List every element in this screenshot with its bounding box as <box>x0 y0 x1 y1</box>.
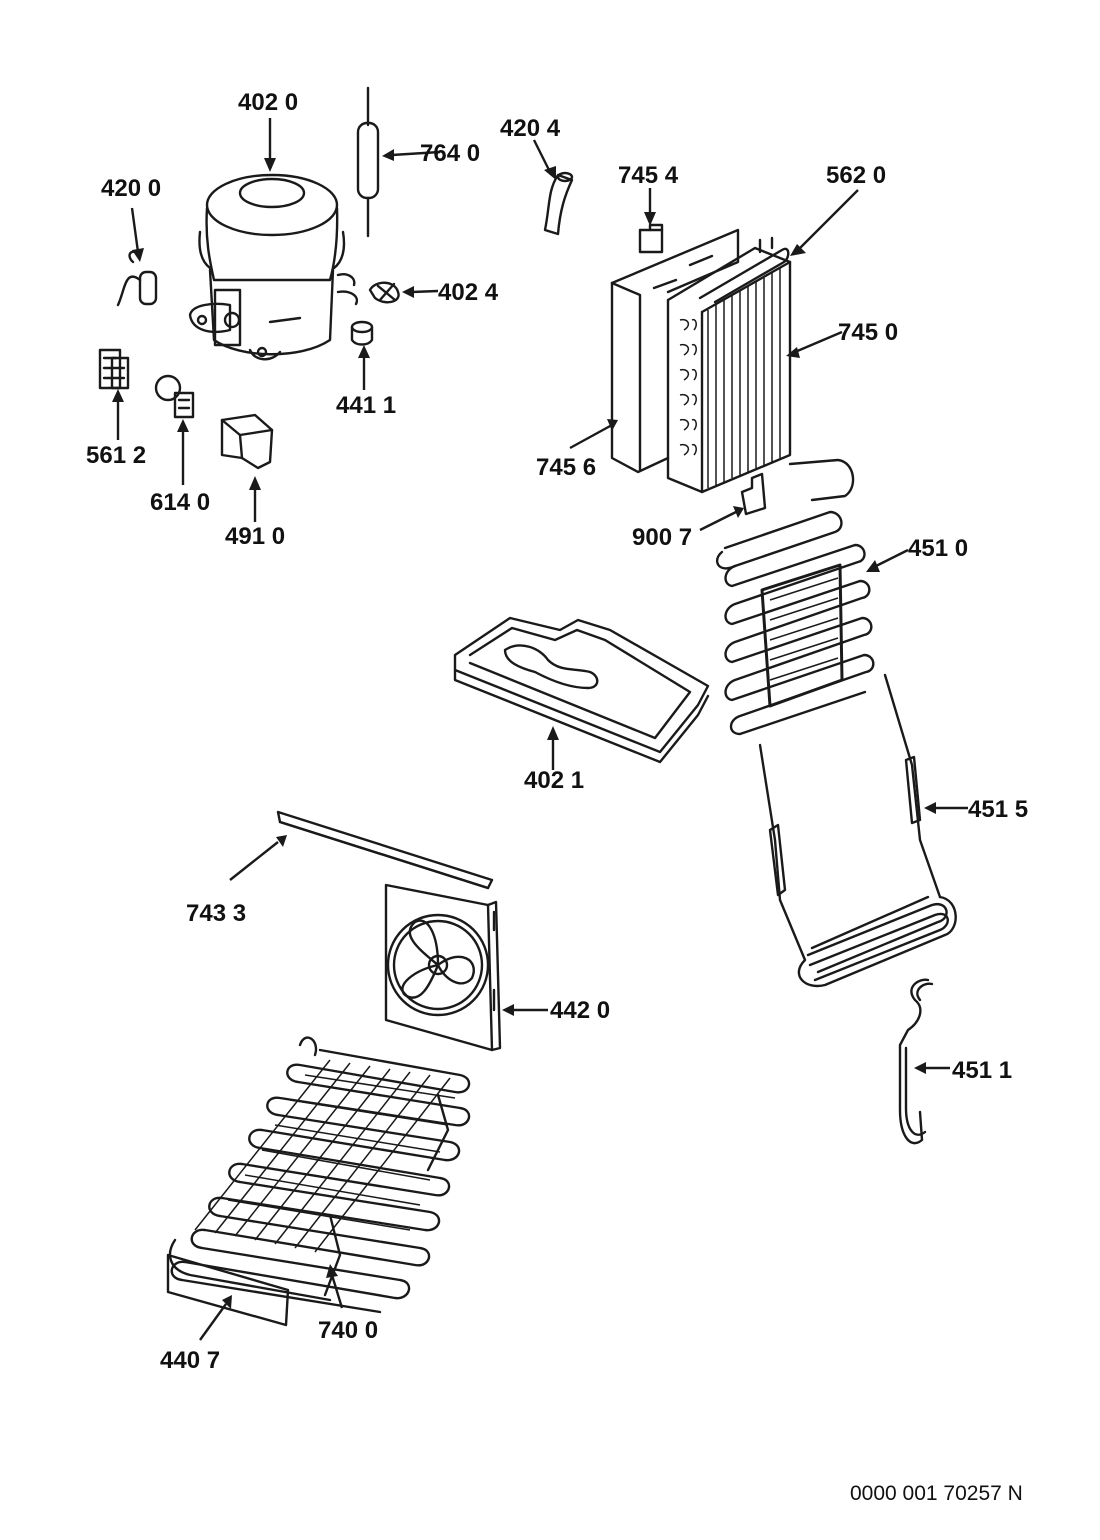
label-clip: 402 4 <box>438 279 499 306</box>
label-compressor: 402 0 <box>238 89 298 116</box>
insulation-plate-part <box>166 1253 290 1327</box>
label-connection-tube: 420 4 <box>500 115 561 142</box>
defrost-clip-part <box>638 223 664 254</box>
label-sensor-clip: 900 7 <box>632 524 692 551</box>
evaporator-cover-part <box>610 228 740 474</box>
drip-tray-part <box>453 616 710 764</box>
sensor-clip-part <box>740 472 767 516</box>
label-suction-capillary: 562 0 <box>826 162 886 189</box>
overload-protector-part <box>154 374 195 419</box>
label-insulation-plate: 440 7 <box>160 1347 220 1374</box>
connection-tube-part <box>543 171 574 236</box>
label-capacitor: 420 0 <box>101 175 161 202</box>
label-discharge-tube: 451 1 <box>952 1057 1012 1084</box>
label-overload-protector: 614 0 <box>150 489 210 516</box>
evaporator-part <box>666 246 792 494</box>
label-drip-tray: 402 1 <box>524 767 584 794</box>
label-condenser: 740 0 <box>318 1317 378 1344</box>
clip-part <box>368 281 400 304</box>
label-defrost-clip: 745 4 <box>618 162 679 189</box>
label-fan-assembly: 442 0 <box>550 997 610 1024</box>
condenser-part <box>168 1036 471 1314</box>
fan-assembly-part <box>384 883 502 1052</box>
grommet-part <box>350 320 374 346</box>
relay-cover-part <box>220 413 274 470</box>
label-evaporator-cover: 745 6 <box>536 454 596 481</box>
label-suction-tube: 451 5 <box>968 796 1028 823</box>
suction-capillary-part <box>698 236 790 304</box>
relay-part <box>98 348 130 390</box>
label-condenser-coil: 451 0 <box>908 535 968 562</box>
gasket-strip-part <box>276 810 494 890</box>
discharge-tube-part <box>898 978 934 1145</box>
label-relay: 561 2 <box>86 442 146 469</box>
document-number: 0000 001 70257 N <box>850 1482 1023 1505</box>
label-filter-dryer: 764 0 <box>420 140 480 167</box>
label-grommet: 441 1 <box>336 392 396 419</box>
condenser-coil-part <box>716 458 875 736</box>
filter-dryer-part <box>356 86 380 238</box>
suction-tube-part <box>758 673 957 988</box>
capacitor-part <box>116 250 158 307</box>
compressor-part <box>188 173 359 361</box>
label-evaporator: 745 0 <box>838 319 898 346</box>
label-gasket-strip: 743 3 <box>186 900 246 927</box>
label-relay-cover: 491 0 <box>225 523 285 550</box>
